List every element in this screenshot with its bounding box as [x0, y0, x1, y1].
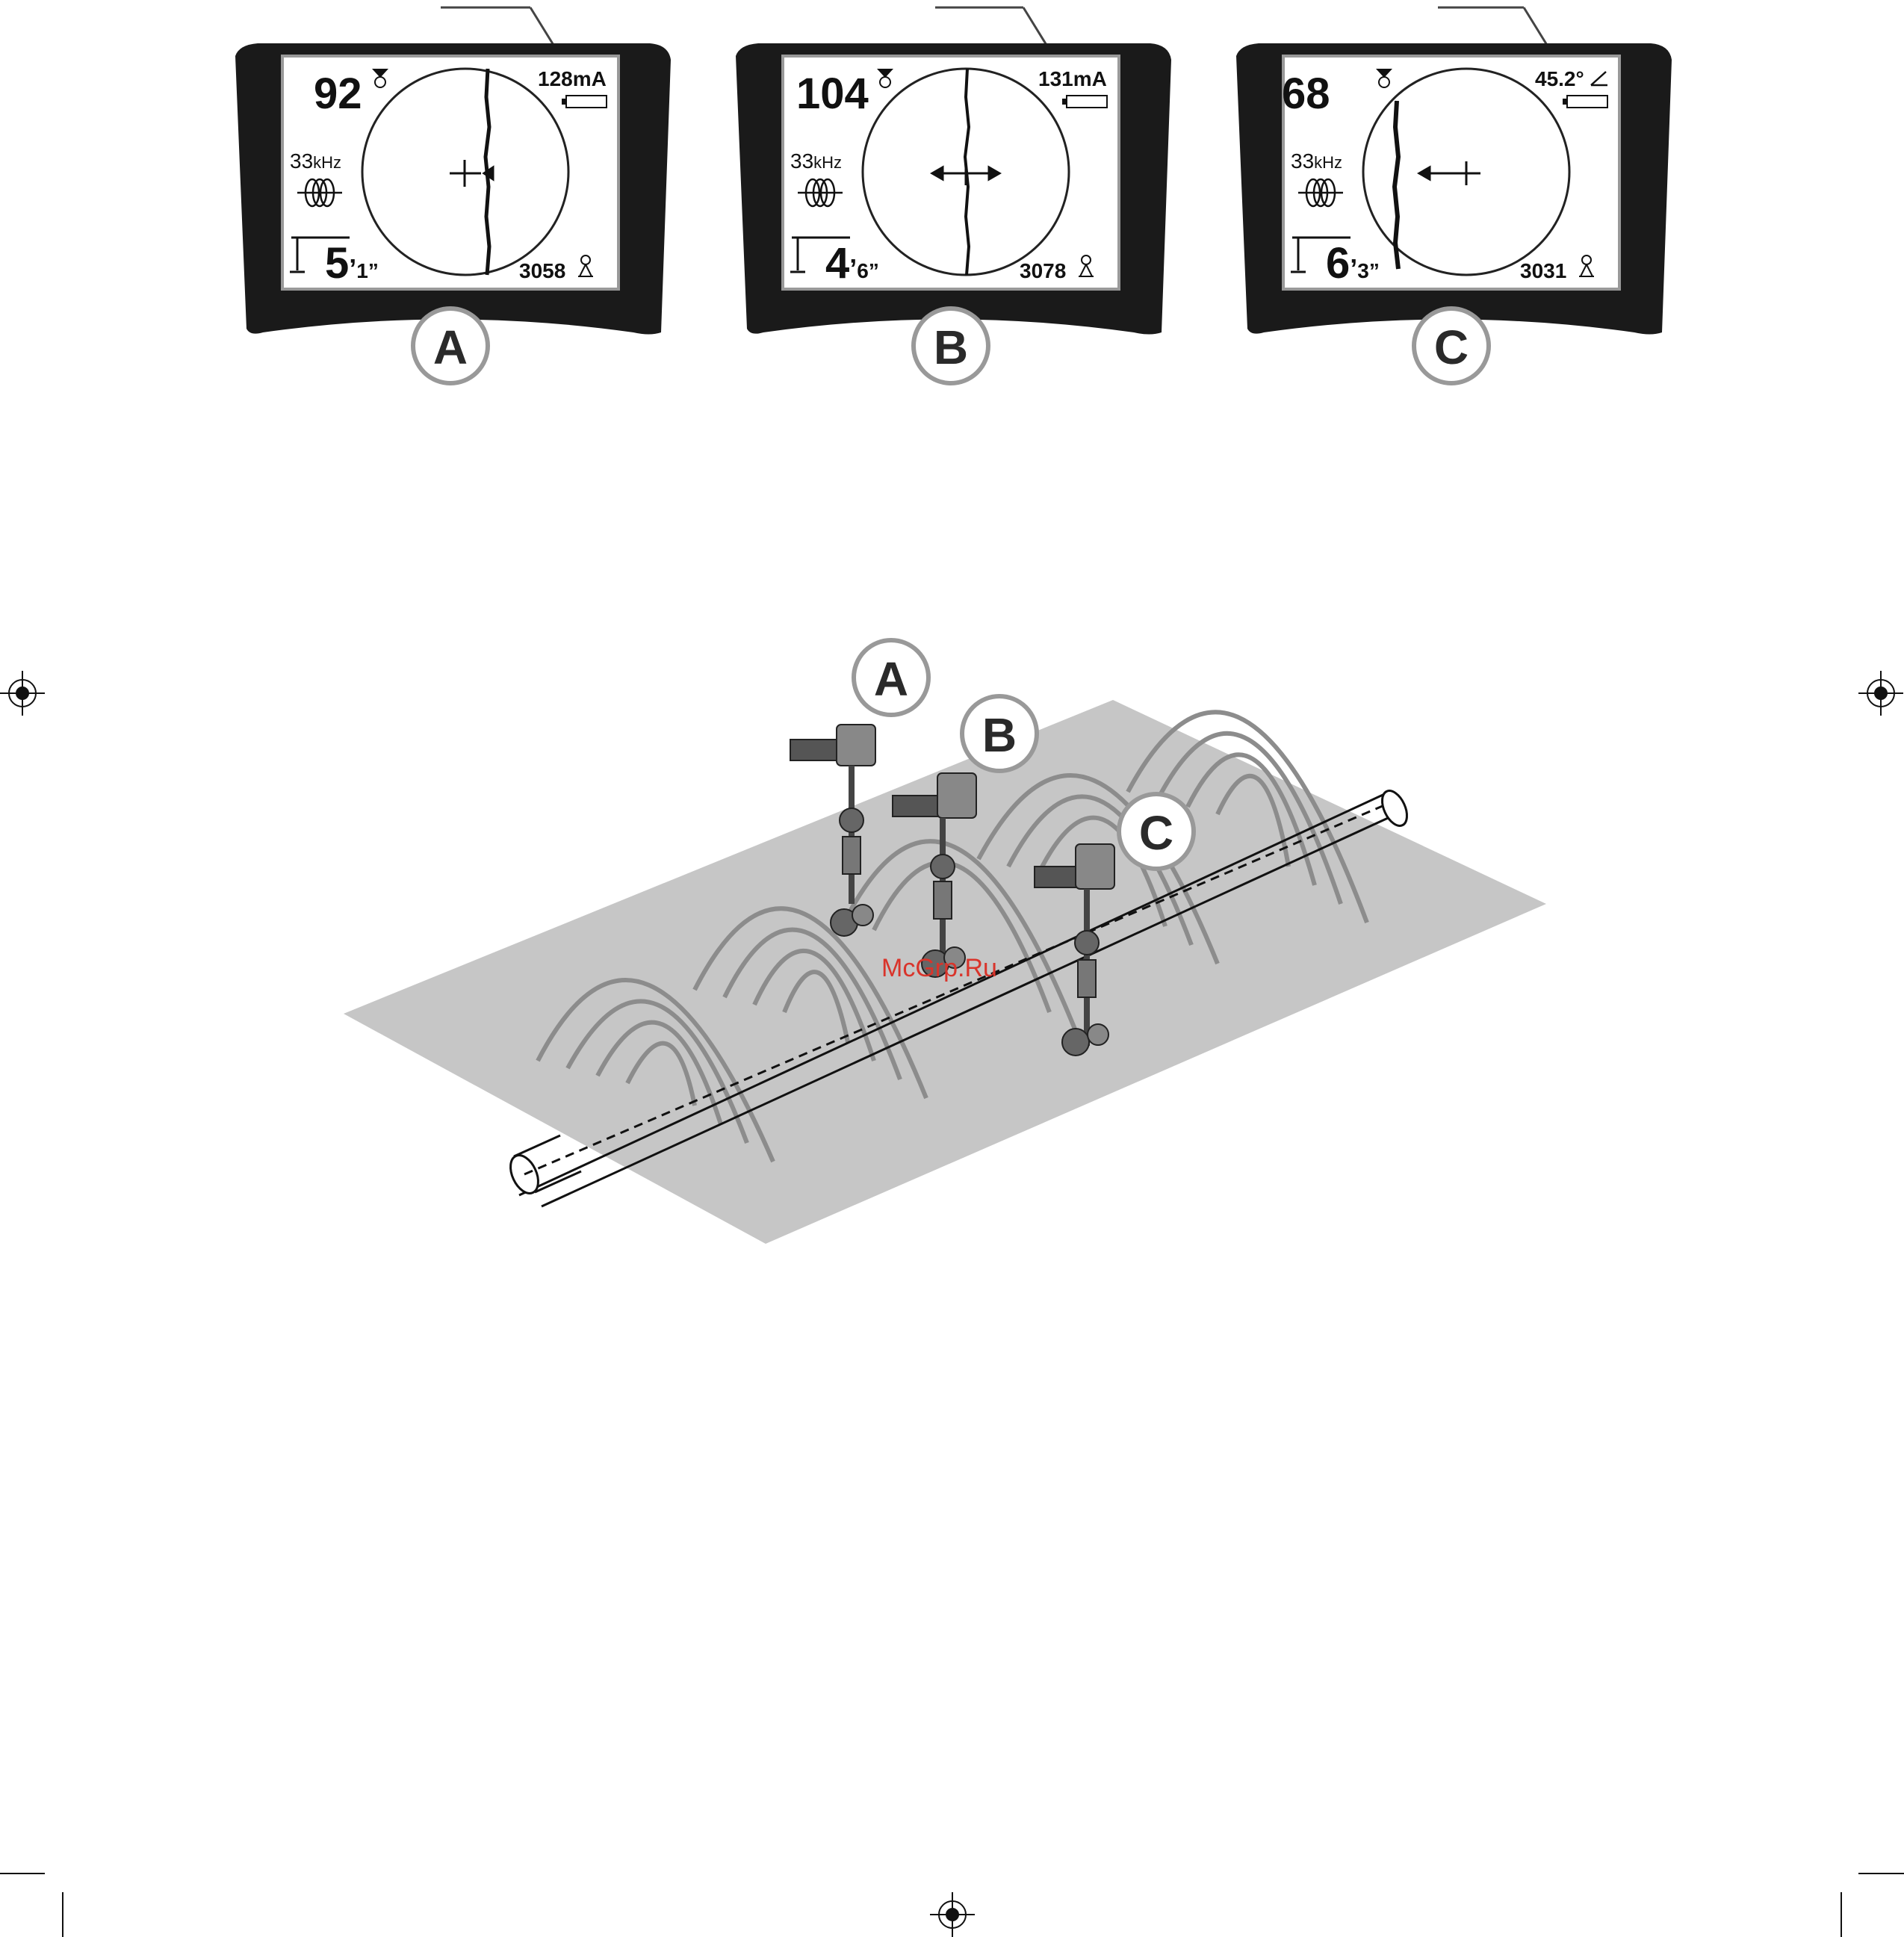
frequency-reading: 33kHz	[290, 149, 341, 173]
scene-label-c: C	[1119, 794, 1194, 869]
scene-label-a: A	[854, 640, 928, 715]
signal-strength: 68	[1282, 69, 1330, 118]
signal-strength: 104	[796, 69, 869, 118]
frequency-reading: 33kHz	[1291, 149, 1342, 173]
svg-text:C: C	[1139, 806, 1173, 860]
gain-reading: 3058	[519, 259, 565, 282]
scene-illustration: A B C McGrp.Ru	[344, 640, 1546, 1244]
label-a-badge: A	[413, 309, 488, 383]
label-b-badge: B	[914, 309, 988, 383]
locator-screen-c: 68 45.2° 33kHz 6’3” 3031 C	[1236, 7, 1672, 383]
gain-reading: 3031	[1520, 259, 1566, 282]
frequency-reading: 33kHz	[790, 149, 842, 173]
svg-text:C: C	[1434, 320, 1469, 374]
svg-text:B: B	[934, 320, 968, 374]
current-reading: 131mA	[1038, 67, 1107, 90]
scene-label-b: B	[962, 696, 1037, 771]
registration-mark-bottom	[930, 1892, 975, 1937]
svg-text:A: A	[433, 320, 468, 374]
registration-mark-left	[0, 671, 45, 716]
locator-screen-a: 92 128mA 33kHz 5’1” 3058 A	[235, 7, 671, 383]
label-c-badge: C	[1414, 309, 1489, 383]
locator-screen-b: 104 131mA 33kHz 4’6” 3078 B	[736, 7, 1171, 383]
signal-strength: 92	[314, 69, 362, 118]
gain-reading: 3078	[1020, 259, 1066, 282]
svg-text:A: A	[874, 652, 908, 706]
watermark: McGrp.Ru	[881, 954, 997, 982]
current-reading: 128mA	[538, 67, 607, 90]
current-reading: 45.2°	[1535, 67, 1584, 90]
registration-mark-right	[1858, 671, 1903, 716]
svg-text:B: B	[982, 708, 1017, 762]
